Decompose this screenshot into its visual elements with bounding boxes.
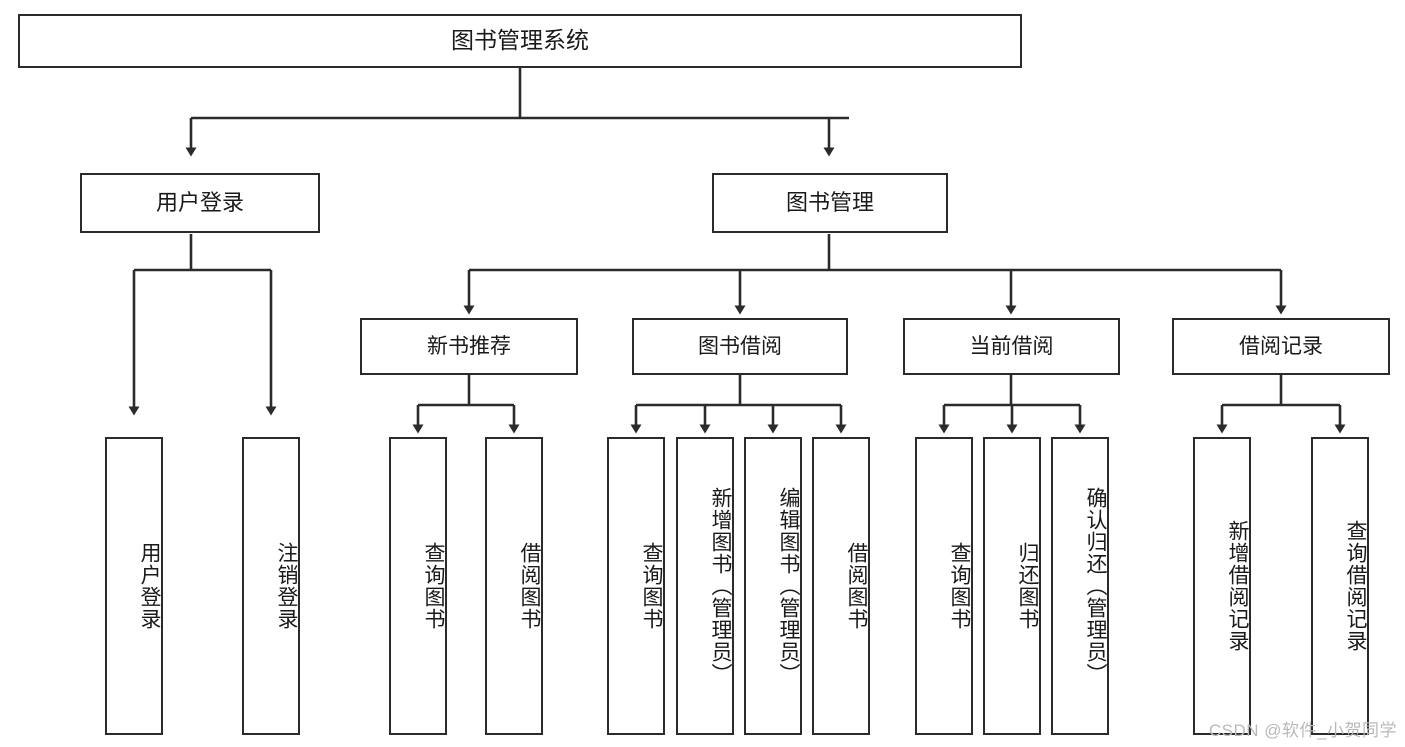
leaf-book-borrow-edit-book-label: 编辑图书（管理员）	[777, 487, 800, 685]
leaf-current-borrow-query-book[interactable]: 查询图书	[915, 437, 973, 735]
leaf-current-borrow-return-book-label: 归还图书	[1016, 542, 1039, 630]
leaf-user-login-login[interactable]: 用户登录	[105, 437, 163, 735]
node-current-borrow-label: 当前借阅	[969, 334, 1054, 358]
leaf-borrow-record-query-record[interactable]: 查询借阅记录	[1311, 437, 1369, 735]
leaf-user-login-logout-label: 注销登录	[275, 542, 298, 630]
leaf-new-book-borrow-book[interactable]: 借阅图书	[485, 437, 543, 735]
leaf-book-borrow-query-book-label: 查询图书	[640, 542, 663, 630]
node-user-login-label: 用户登录	[155, 189, 244, 215]
leaf-book-borrow-borrow-book[interactable]: 借阅图书	[812, 437, 870, 735]
leaf-book-borrow-edit-book[interactable]: 编辑图书（管理员）	[744, 437, 802, 735]
leaf-book-borrow-borrow-book-label: 借阅图书	[845, 542, 868, 630]
node-book-management[interactable]: 图书管理	[712, 173, 948, 233]
leaf-borrow-record-query-record-label: 查询借阅记录	[1344, 520, 1367, 652]
leaf-current-borrow-return-book[interactable]: 归还图书	[983, 437, 1041, 735]
node-current-borrow[interactable]: 当前借阅	[903, 318, 1120, 375]
leaf-current-borrow-confirm-return[interactable]: 确认归还（管理员）	[1051, 437, 1109, 735]
leaf-new-book-query-book-label: 查询图书	[422, 542, 445, 630]
node-root-book-management-system[interactable]: 图书管理系统	[18, 14, 1022, 68]
leaf-user-login-login-label: 用户登录	[138, 542, 161, 630]
leaf-user-login-logout[interactable]: 注销登录	[242, 437, 300, 735]
leaf-new-book-borrow-book-label: 借阅图书	[518, 542, 541, 630]
leaf-borrow-record-add-record-label: 新增借阅记录	[1226, 520, 1249, 652]
leaf-new-book-query-book[interactable]: 查询图书	[389, 437, 447, 735]
node-new-book-recommend-label: 新书推荐	[427, 334, 511, 358]
node-root-label: 图书管理系统	[451, 27, 589, 54]
node-user-login[interactable]: 用户登录	[80, 173, 320, 233]
leaf-current-borrow-query-book-label: 查询图书	[948, 542, 971, 630]
leaf-book-borrow-add-book[interactable]: 新增图书（管理员）	[676, 437, 734, 735]
node-book-management-label: 图书管理	[785, 189, 874, 215]
node-borrow-record[interactable]: 借阅记录	[1172, 318, 1390, 375]
node-borrow-record-label: 借阅记录	[1239, 334, 1323, 358]
node-book-borrow[interactable]: 图书借阅	[632, 318, 848, 375]
leaf-borrow-record-add-record[interactable]: 新增借阅记录	[1193, 437, 1251, 735]
leaf-book-borrow-add-book-label: 新增图书（管理员）	[709, 487, 732, 685]
node-new-book-recommend[interactable]: 新书推荐	[360, 318, 578, 375]
leaf-book-borrow-query-book[interactable]: 查询图书	[607, 437, 665, 735]
leaf-current-borrow-confirm-return-label: 确认归还（管理员）	[1084, 487, 1107, 685]
node-book-borrow-label: 图书借阅	[698, 334, 782, 358]
